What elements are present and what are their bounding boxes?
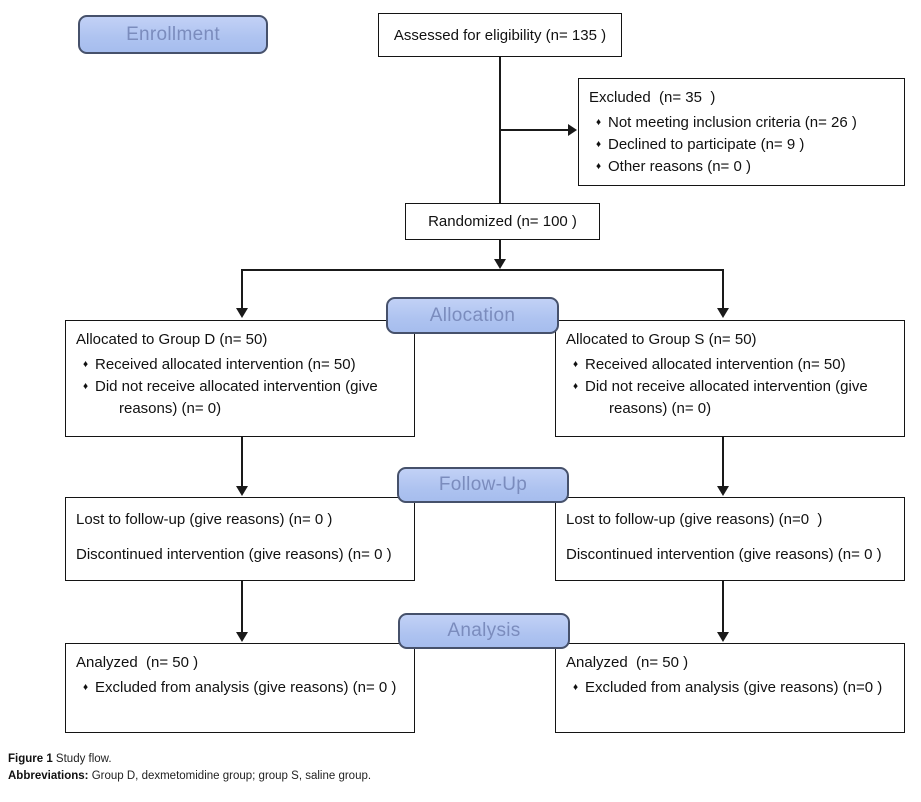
randomized-text: Randomized (n= 100 ): [428, 213, 577, 230]
arrowhead-analysis-left-icon: [236, 632, 248, 642]
connector-split-horizontal: [241, 269, 724, 271]
diamond-bullet-icon: ♦: [82, 359, 89, 370]
arrowhead-alloc-right-icon: [717, 308, 729, 318]
alloc-right-title: Allocated to Group S (n= 50): [566, 331, 757, 348]
connector-split-to-alloc-left: [241, 269, 243, 310]
analysis-right-item: ♦ Excluded from analysis (give reasons) …: [566, 677, 894, 699]
followup-left-line: Discontinued intervention (give reasons)…: [76, 546, 392, 563]
analysis-left-title: Analyzed (n= 50 ): [76, 654, 199, 671]
alloc-right-item-text: Did not receive allocated intervention (…: [585, 378, 872, 417]
connector-split-to-alloc-right: [722, 269, 724, 310]
connector-followup-to-analysis-left: [241, 581, 243, 633]
diamond-bullet-icon: ♦: [572, 359, 579, 370]
caption-abbrev-label: Abbreviations:: [8, 770, 89, 782]
box-allocated-group-s: Allocated to Group S (n= 50) ♦ Received …: [555, 320, 905, 437]
excluded-item-text: Declined to participate (n= 9 ): [608, 136, 805, 153]
followup-right-line: Lost to follow-up (give reasons) (n=0 ): [566, 511, 823, 528]
alloc-right-item-text: Received allocated intervention (n= 50): [585, 356, 846, 373]
analysis-left-item: ♦ Excluded from analysis (give reasons) …: [76, 677, 404, 699]
caption-abbrev-text: Group D, dexmetomidine group; group S, s…: [88, 770, 372, 782]
followup-left-line: Lost to follow-up (give reasons) (n= 0 ): [76, 511, 333, 528]
stage-label-allocation-text: Allocation: [429, 304, 516, 326]
connector-to-excluded: [500, 129, 569, 131]
analysis-left-item-text: Excluded from analysis (give reasons) (n…: [95, 679, 397, 696]
diamond-bullet-icon: ♦: [595, 117, 602, 128]
arrowhead-analysis-right-icon: [717, 632, 729, 642]
alloc-left-title: Allocated to Group D (n= 50): [76, 331, 268, 348]
excluded-item-text: Other reasons (n= 0 ): [608, 158, 751, 175]
caption-figure-text: Study flow.: [52, 753, 112, 765]
arrowhead-followup-right-icon: [717, 486, 729, 496]
diamond-bullet-icon: ♦: [595, 161, 602, 172]
alloc-left-item-text: Received allocated intervention (n= 50): [95, 356, 356, 373]
caption-abbrev-line: Abbreviations: Group D, dexmetomidine gr…: [8, 768, 371, 785]
stage-label-enrollment-text: Enrollment: [126, 23, 220, 45]
alloc-left-item-text: Did not receive allocated intervention (…: [95, 378, 382, 417]
box-allocated-group-d: Allocated to Group D (n= 50) ♦ Received …: [65, 320, 415, 437]
analysis-right-title: Analyzed (n= 50 ): [566, 654, 689, 671]
alloc-left-item: ♦ Received allocated intervention (n= 50…: [76, 354, 404, 376]
arrowhead-excluded-icon: [568, 124, 577, 136]
analysis-right-item-text: Excluded from analysis (give reasons) (n…: [585, 679, 883, 696]
connector-alloc-to-followup-right: [722, 437, 724, 487]
box-followup-group-d: Lost to follow-up (give reasons) (n= 0 )…: [65, 497, 415, 581]
stage-label-enrollment: Enrollment: [78, 15, 268, 54]
stage-label-analysis-text: Analysis: [447, 620, 521, 641]
alloc-left-item: ♦ Did not receive allocated intervention…: [76, 376, 404, 420]
box-analyzed-group-s: Analyzed (n= 50 ) ♦ Excluded from analys…: [555, 643, 905, 733]
stage-label-followup: Follow-Up: [397, 467, 569, 503]
arrowhead-alloc-left-icon: [236, 308, 248, 318]
connector-followup-to-analysis-right: [722, 581, 724, 633]
diamond-bullet-icon: ♦: [595, 139, 602, 150]
excluded-item: ♦ Declined to participate (n= 9 ): [589, 134, 894, 156]
caption-figure-label: Figure 1: [8, 753, 53, 765]
box-assessed-for-eligibility: Assessed for eligibility (n= 135 ): [378, 13, 622, 57]
box-followup-group-s: Lost to follow-up (give reasons) (n=0 ) …: [555, 497, 905, 581]
excluded-item: ♦ Not meeting inclusion criteria (n= 26 …: [589, 112, 894, 134]
excluded-item-text: Not meeting inclusion criteria (n= 26 ): [608, 114, 857, 131]
assessed-text: Assessed for eligibility (n= 135 ): [393, 26, 607, 44]
box-randomized: Randomized (n= 100 ): [405, 203, 600, 240]
caption-figure-line: Figure 1 Study flow.: [8, 751, 371, 768]
box-analyzed-group-d: Analyzed (n= 50 ) ♦ Excluded from analys…: [65, 643, 415, 733]
connector-randomized-to-split: [499, 240, 501, 261]
followup-right-line: Discontinued intervention (give reasons)…: [566, 546, 882, 563]
stage-label-analysis: Analysis: [398, 613, 570, 649]
diamond-bullet-icon: ♦: [572, 381, 579, 392]
excluded-title: Excluded (n= 35 ): [589, 89, 716, 106]
stage-label-followup-text: Follow-Up: [438, 474, 528, 495]
connector-alloc-to-followup-left: [241, 437, 243, 487]
arrowhead-followup-left-icon: [236, 486, 248, 496]
alloc-right-item: ♦ Did not receive allocated intervention…: [566, 376, 894, 420]
diamond-bullet-icon: ♦: [82, 381, 89, 392]
box-excluded: Excluded (n= 35 ) ♦ Not meeting inclusio…: [578, 78, 905, 186]
figure-caption: Figure 1 Study flow. Abbreviations: Grou…: [8, 751, 371, 785]
arrowhead-randomized-icon: [494, 259, 506, 269]
alloc-right-item: ♦ Received allocated intervention (n= 50…: [566, 354, 894, 376]
excluded-item: ♦ Other reasons (n= 0 ): [589, 156, 894, 178]
diamond-bullet-icon: ♦: [572, 682, 579, 693]
diamond-bullet-icon: ♦: [82, 682, 89, 693]
stage-label-allocation: Allocation: [386, 297, 559, 334]
